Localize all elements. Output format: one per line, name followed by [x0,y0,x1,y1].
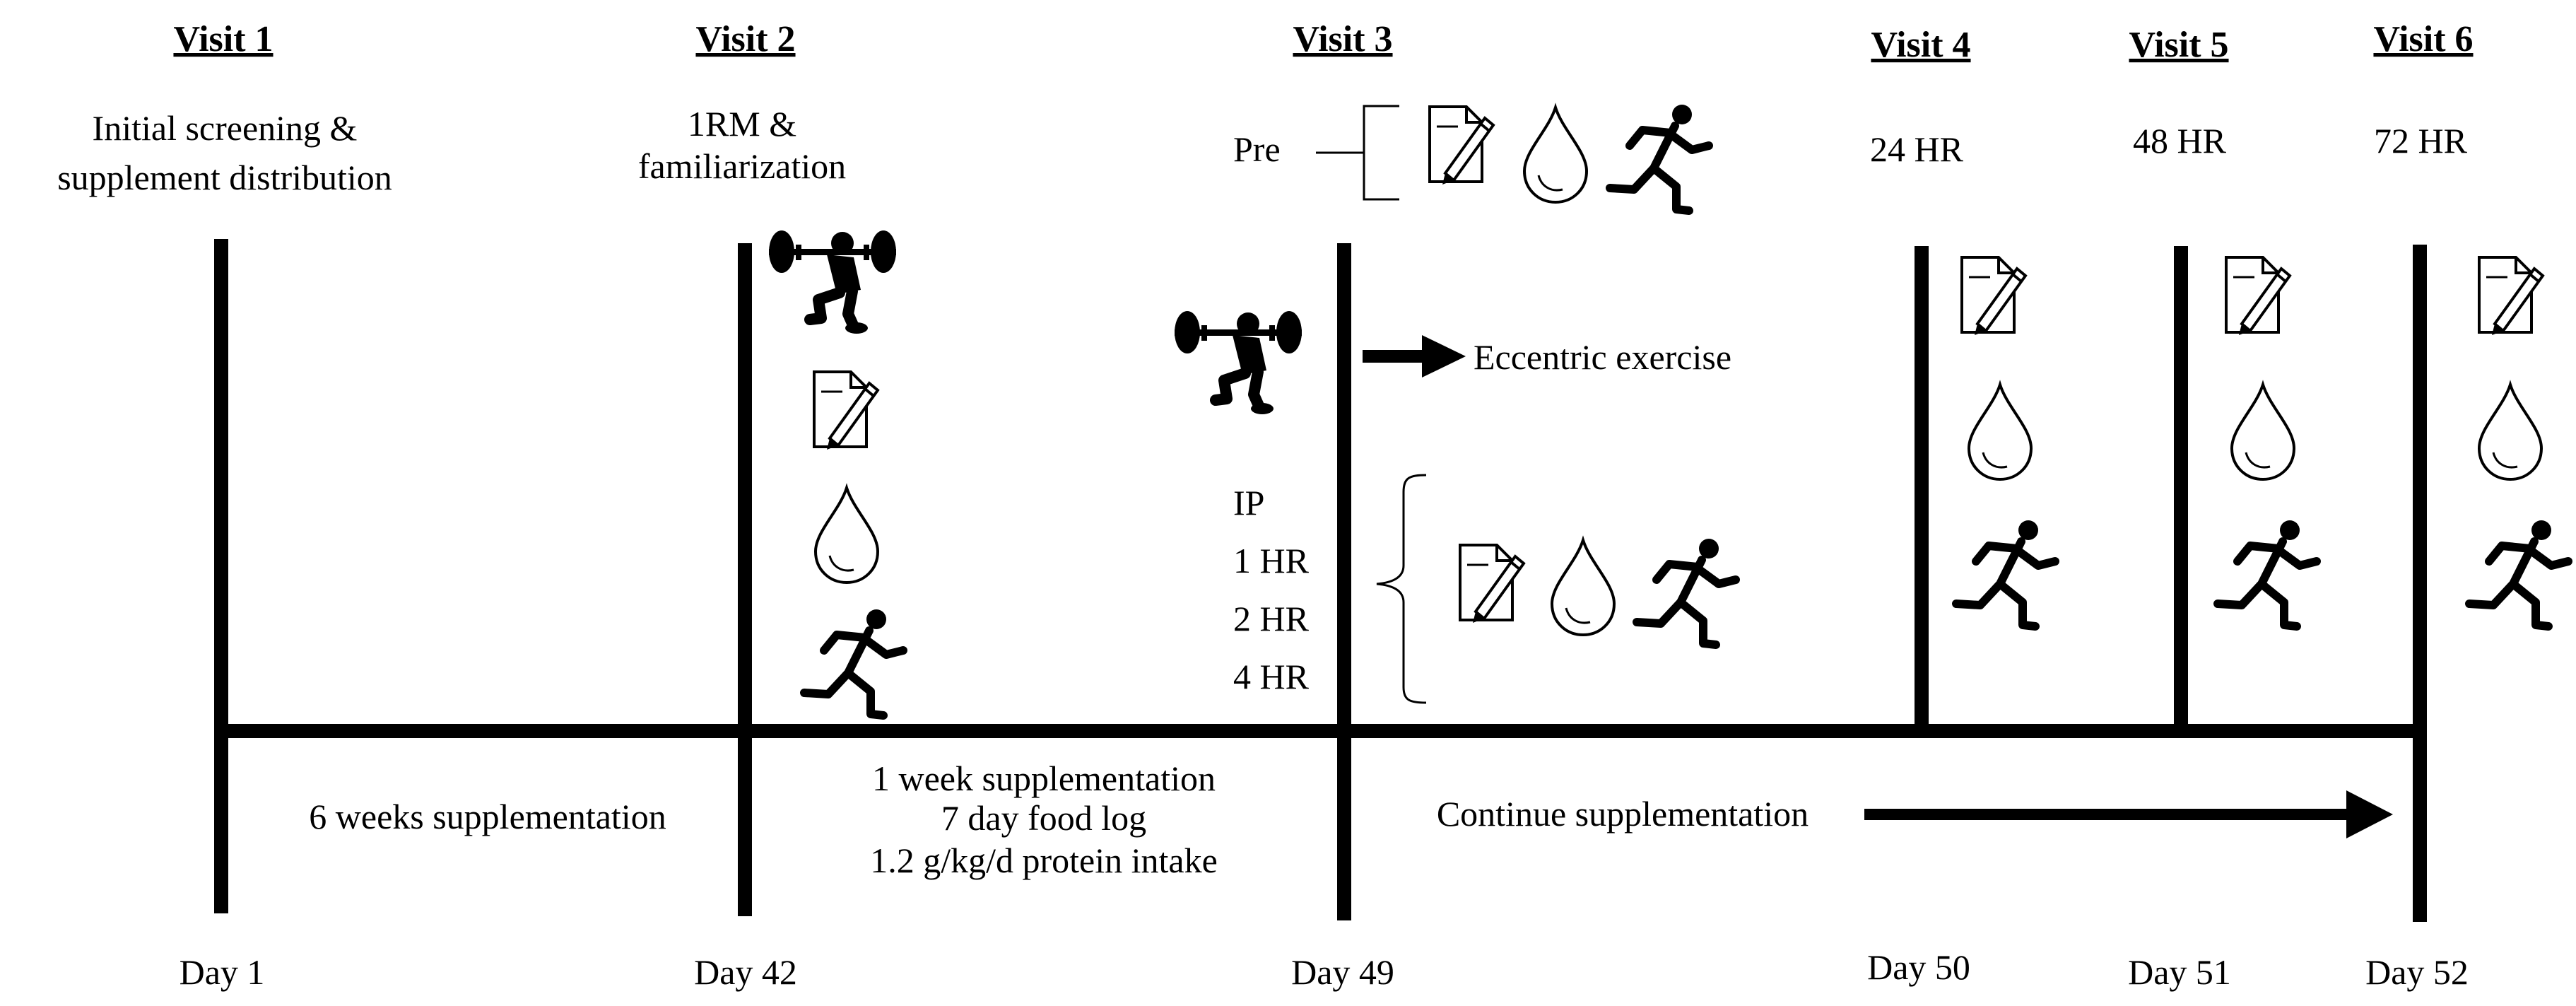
questionnaire-icon [1428,105,1495,186]
barbell-squat-icon [769,230,896,334]
visit-5-day: Day 51 [2128,952,2231,992]
questionnaire-icon [813,370,879,451]
period-2-line-2: 7 day food log [941,798,1146,838]
visit-1-day: Day 1 [180,952,265,992]
visit-4-note: 24 HR [1870,129,1964,169]
continue-arrow-head [2346,790,2393,838]
pre-label: Pre [1233,129,1281,169]
visit-4-day: Day 50 [1867,947,1970,987]
visit-6-day: Day 52 [2365,952,2469,992]
visit-2-day: Day 42 [694,952,797,992]
post-bracket [1376,474,1427,704]
period-2-line-3: 1.2 g/kg/d protein intake [870,841,1218,880]
eccentric-exercise-label: Eccentric exercise [1474,337,1731,377]
visit-1-title: Visit 1 [173,19,273,59]
running-person-icon [1956,520,2055,626]
blood-drop-icon [2230,383,2295,481]
visit-2-note-line-1: 1RM & [688,104,796,144]
running-person-icon [2218,520,2317,626]
period-1-label: 6 weeks supplementation [309,797,666,836]
blood-drop-icon [1551,539,1616,636]
timepoint-4hr: 4 HR [1233,657,1310,696]
visit-2-title: Visit 2 [695,19,795,59]
blood-drop-icon [1523,106,1588,204]
running-person-icon [1637,539,1736,645]
questionnaire-icon [2225,256,2291,337]
running-person-icon [804,609,903,715]
visit-5-note: 48 HR [2133,121,2227,160]
visit-4-title: Visit 4 [1871,25,1970,65]
visit-6-title: Visit 6 [2373,19,2473,59]
period-2-line-1: 1 week supplementation [872,759,1216,798]
questionnaire-icon [1459,544,1525,624]
pre-bracket [1363,105,1399,201]
blood-drop-icon [2478,383,2543,481]
visit-6-note: 72 HR [2374,121,2468,160]
questionnaire-icon [2478,256,2544,337]
blood-drop-icon [814,486,879,584]
timepoint-ip: IP [1233,483,1264,522]
running-person-icon [1610,105,1709,211]
eccentric-arrow-head [1422,335,1466,378]
visit-2-note-line-2: familiarization [638,146,846,186]
visit-3-title: Visit 3 [1293,19,1392,59]
visit-3-day: Day 49 [1291,952,1394,992]
timepoint-2hr: 2 HR [1233,599,1310,638]
questionnaire-icon [1960,256,2027,337]
period-3-label: Continue supplementation [1437,794,1809,834]
timepoint-1hr: 1 HR [1233,541,1310,580]
visit-5-title: Visit 5 [2129,25,2228,65]
barbell-squat-icon [1175,311,1302,414]
blood-drop-icon [1968,383,2033,481]
visit-1-note-line-2: supplement distribution [57,158,392,197]
running-person-icon [2469,520,2568,626]
visit-1-note-line-1: Initial screening & [93,108,358,148]
